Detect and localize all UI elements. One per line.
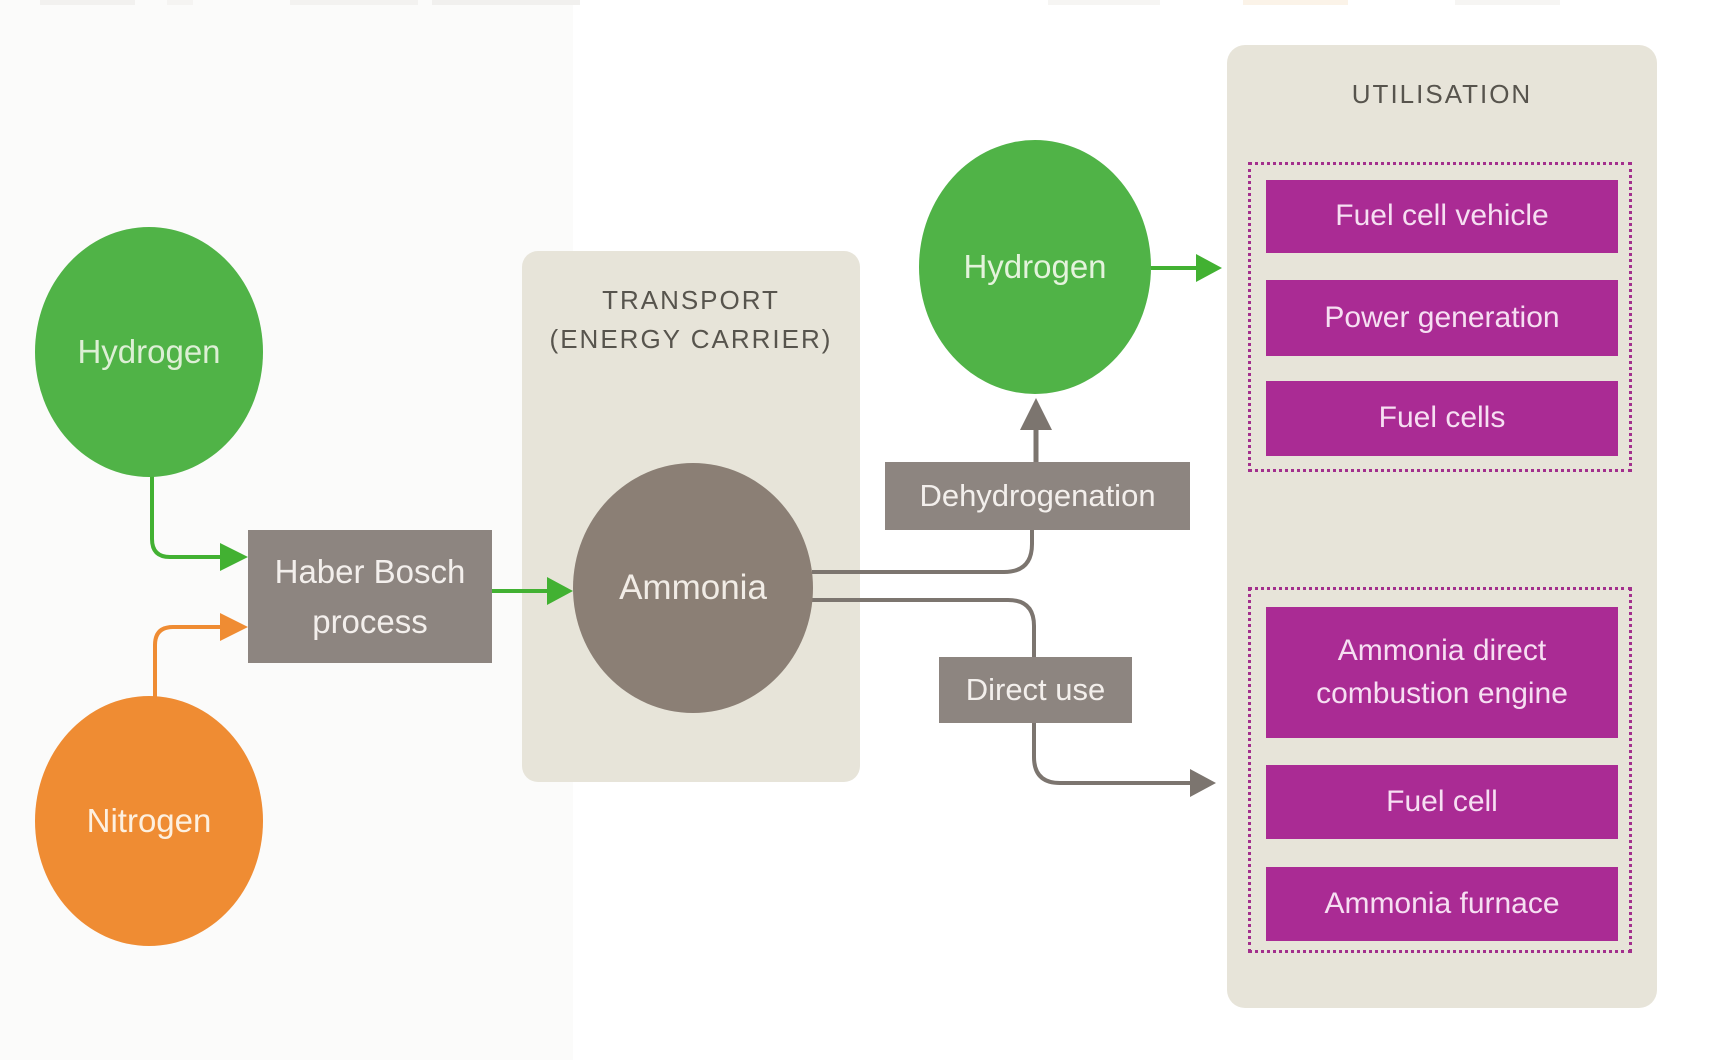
- screen-edge-artifact: [167, 0, 193, 5]
- nitrogen-source-node: Nitrogen: [35, 696, 263, 946]
- use-box-fuel-cells: Fuel cells: [1266, 381, 1618, 456]
- hydrogen-to-haber-arrowhead: [220, 543, 248, 571]
- transport-panel: TRANSPORT (ENERGY CARRIER): [522, 251, 860, 782]
- screen-edge-artifact: [290, 0, 418, 5]
- use-box-power-generation: Power generation: [1266, 280, 1618, 356]
- utilisation-panel: UTILISATION Fuel cell vehicle Power gene…: [1227, 45, 1657, 1008]
- transport-panel-title: TRANSPORT (ENERGY CARRIER): [522, 281, 860, 359]
- screen-edge-artifact: [40, 0, 135, 5]
- use-box-ammonia-furnace: Ammonia furnace: [1266, 867, 1618, 941]
- dehydrogenation-node: Dehydrogenation: [885, 462, 1190, 530]
- screen-edge-artifact: [1048, 0, 1160, 5]
- hydrogen-to-haber-connector: [150, 470, 221, 559]
- ammonia-uses-group: Ammonia direct combustion engine Fuel ce…: [1248, 587, 1632, 953]
- dehydrogenation-to-hydrogen-arrowhead: [1020, 398, 1052, 430]
- transport-title-line2: (ENERGY CARRIER): [549, 324, 833, 354]
- hydrogen-to-utilisation-arrowhead: [1196, 254, 1222, 282]
- screen-edge-artifact: [432, 0, 580, 5]
- hydrogen-output-node: Hydrogen: [919, 140, 1151, 394]
- nitrogen-to-haber-arrowhead: [220, 613, 248, 641]
- hydrogen-source-node: Hydrogen: [35, 227, 263, 477]
- use-box-fuel-cell-vehicle: Fuel cell vehicle: [1266, 180, 1618, 253]
- haber-bosch-process-node: Haber Bosch process: [248, 530, 492, 663]
- utilisation-panel-title: UTILISATION: [1351, 79, 1533, 109]
- screen-edge-artifact: [1243, 0, 1348, 5]
- transport-title-line1: TRANSPORT: [602, 285, 780, 315]
- use-box-fuel-cell: Fuel cell: [1266, 765, 1618, 839]
- direct-use-to-utilisation-arrowhead: [1190, 769, 1216, 797]
- haber-to-ammonia-arrowhead: [547, 577, 573, 605]
- nitrogen-to-haber-connector: [153, 625, 221, 697]
- direct-use-node: Direct use: [939, 657, 1132, 723]
- hydrogen-uses-group: Fuel cell vehicle Power generation Fuel …: [1248, 162, 1632, 472]
- use-box-ammonia-direct-combustion-engine: Ammonia direct combustion engine: [1266, 607, 1618, 738]
- screen-edge-artifact: [1455, 0, 1560, 5]
- ammonia-to-dehydrogenation-connector: [812, 528, 1034, 574]
- ammonia-node: Ammonia: [573, 463, 813, 713]
